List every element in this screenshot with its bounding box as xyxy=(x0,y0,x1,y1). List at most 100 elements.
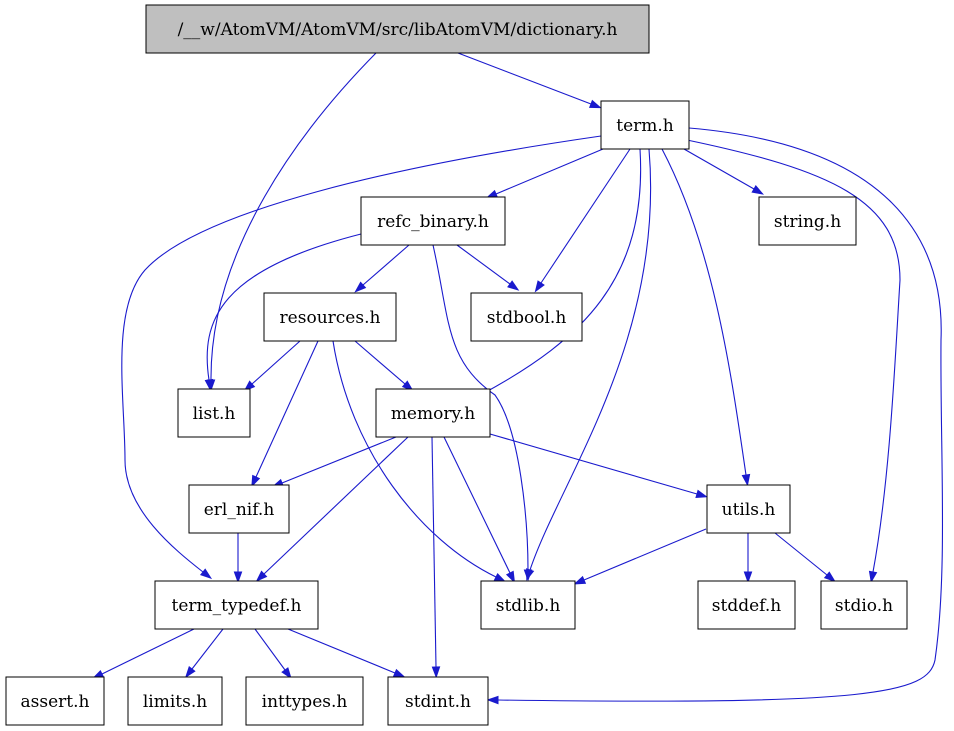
edge-arrowhead xyxy=(281,667,292,680)
node-box[interactable] xyxy=(470,292,583,342)
node-refc-binary[interactable]: refc_binary.h xyxy=(360,196,506,246)
node-box[interactable] xyxy=(375,388,491,438)
node-box[interactable] xyxy=(758,196,857,246)
edge-erl_nif-to-term_typedef xyxy=(233,533,243,584)
edge-term-to-term_typedef xyxy=(121,135,602,580)
edge-arrowhead xyxy=(588,99,602,109)
node-label: erl_nif.h xyxy=(204,500,275,520)
node-resources[interactable]: resources.h xyxy=(263,292,397,342)
edge-term-to-stdint xyxy=(486,127,944,705)
node-box[interactable] xyxy=(188,484,290,534)
edge-resources-to-memory xyxy=(354,340,414,392)
edge-arrowhead xyxy=(523,569,533,582)
node-box[interactable] xyxy=(706,484,791,534)
node-box[interactable] xyxy=(154,580,319,630)
edge-line xyxy=(529,148,652,571)
edge-line xyxy=(495,148,604,195)
node-string[interactable]: string.h xyxy=(758,196,857,246)
edge-arrowhead xyxy=(354,281,367,293)
node-box[interactable] xyxy=(5,676,105,726)
edge-line xyxy=(774,532,828,576)
node-label: list.h xyxy=(193,404,236,424)
edge-refc_binary-to-list xyxy=(204,233,362,392)
edge-resources-to-erl_nif xyxy=(251,340,319,488)
edge-resources-to-list xyxy=(243,340,301,392)
node-box[interactable] xyxy=(697,580,796,630)
node-utils[interactable]: utils.h xyxy=(706,484,791,534)
node-assert[interactable]: assert.h xyxy=(5,676,105,726)
edge-term-to-memory xyxy=(476,148,642,398)
edge-arrowhead xyxy=(741,473,751,487)
edge-line xyxy=(686,139,901,573)
edge-arrowhead xyxy=(507,280,520,291)
node-dictionary[interactable]: /__w/AtomVM/AtomVM/src/libAtomVM/diction… xyxy=(145,4,650,54)
node-label: stdlib.h xyxy=(496,596,561,616)
node-box[interactable] xyxy=(177,388,251,438)
node-box[interactable] xyxy=(263,292,397,342)
node-label: memory.h xyxy=(391,404,475,424)
node-stdint[interactable]: stdint.h xyxy=(387,676,489,726)
node-label: term.h xyxy=(616,116,674,136)
node-list[interactable]: list.h xyxy=(177,388,251,438)
edge-memory-to-term_typedef xyxy=(255,436,409,582)
nodes-layer: /__w/AtomVM/AtomVM/src/libAtomVM/diction… xyxy=(5,4,908,726)
node-limits[interactable]: limits.h xyxy=(127,676,223,726)
edge-line xyxy=(485,148,642,393)
edge-arrowhead xyxy=(255,570,268,582)
edge-line xyxy=(281,436,397,484)
edge-utils-to-stdlib xyxy=(573,528,707,585)
edge-term-to-stdlib xyxy=(526,148,652,581)
edge-utils-to-stddef xyxy=(743,533,753,584)
node-box[interactable] xyxy=(245,676,364,726)
edge-dictionary-to-term xyxy=(457,52,602,109)
node-box[interactable] xyxy=(820,580,908,630)
node-stddef[interactable]: stddef.h xyxy=(697,580,796,630)
edge-line xyxy=(254,628,286,671)
edge-line xyxy=(206,233,362,381)
node-box[interactable] xyxy=(145,4,650,54)
node-label: resources.h xyxy=(280,308,381,328)
node-memory[interactable]: memory.h xyxy=(375,388,491,438)
node-stdlib[interactable]: stdlib.h xyxy=(480,580,576,630)
edge-arrowhead xyxy=(392,668,406,678)
node-label: assert.h xyxy=(21,692,90,712)
node-box[interactable] xyxy=(360,196,506,246)
edge-line xyxy=(251,340,301,385)
edge-memory-to-utils xyxy=(489,433,709,499)
node-box[interactable] xyxy=(387,676,489,726)
edge-refc_binary-to-resources xyxy=(354,244,410,293)
edge-arrowhead xyxy=(695,489,709,499)
node-term-typedef[interactable]: term_typedef.h xyxy=(154,580,319,630)
edge-memory-to-stdlib xyxy=(443,436,516,584)
edge-memory-to-stdint xyxy=(431,436,441,679)
edge-line xyxy=(683,148,755,190)
node-box[interactable] xyxy=(480,580,576,630)
edge-arrowhead xyxy=(251,474,261,488)
edge-term-to-stdio xyxy=(686,139,901,584)
node-stdio[interactable]: stdio.h xyxy=(820,580,908,630)
edge-line xyxy=(432,244,529,571)
edge-arrowhead xyxy=(534,280,545,293)
node-label: /__w/AtomVM/AtomVM/src/libAtomVM/diction… xyxy=(178,20,618,40)
edge-line xyxy=(443,436,511,574)
edge-arrowhead xyxy=(573,575,587,585)
node-label: utils.h xyxy=(722,500,776,520)
edge-term-to-string xyxy=(683,148,764,195)
edge-arrowhead xyxy=(823,571,836,583)
edge-term_typedef-to-limits xyxy=(184,628,224,679)
edge-term_typedef-to-inttypes xyxy=(254,628,292,680)
node-label: stdint.h xyxy=(405,692,471,712)
node-box[interactable] xyxy=(127,676,223,726)
node-inttypes[interactable]: inttypes.h xyxy=(245,676,364,726)
edge-memory-to-erl_nif xyxy=(271,436,397,488)
edge-line xyxy=(661,148,747,476)
node-stdbool[interactable]: stdbool.h xyxy=(470,292,583,342)
node-label: stdbool.h xyxy=(487,308,567,328)
edge-arrowhead xyxy=(505,570,516,584)
node-erl-nif[interactable]: erl_nif.h xyxy=(188,484,290,534)
node-term[interactable]: term.h xyxy=(600,100,690,150)
edge-term_typedef-to-stdint xyxy=(287,628,406,678)
edge-arrowhead xyxy=(204,378,214,392)
node-box[interactable] xyxy=(600,100,690,150)
